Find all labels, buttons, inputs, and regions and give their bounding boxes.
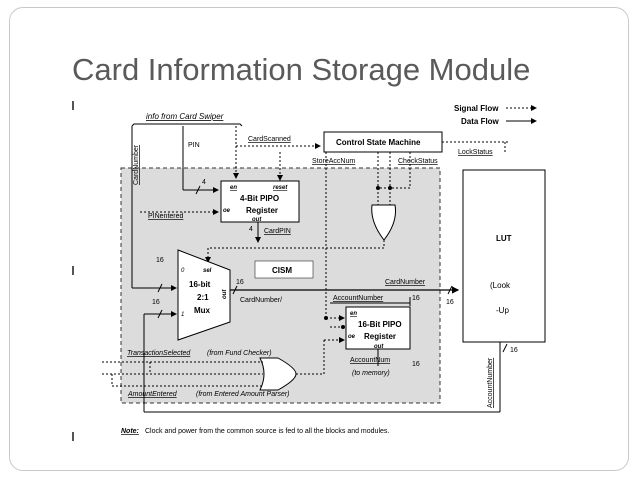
reg4-oe-label: oe xyxy=(223,208,231,214)
lut-label: LUT xyxy=(496,234,512,243)
control-state-machine-label: Control State Machine xyxy=(336,138,421,147)
junction-dot xyxy=(324,316,328,320)
bus16-g-label: 16 xyxy=(510,347,518,354)
info-bracket xyxy=(131,123,243,127)
from-fund-checker-label: (from Fund Checker) xyxy=(207,350,272,357)
bullet-marker xyxy=(72,432,74,441)
pin-label: PIN xyxy=(188,142,200,149)
mux-16bit xyxy=(177,249,231,341)
reg16-oe-label: oe xyxy=(348,334,356,340)
bus16-e-label: 16 xyxy=(412,295,420,302)
junction-dot xyxy=(376,186,380,190)
mux-name: Mux xyxy=(194,306,211,315)
reg4-subtitle: Register xyxy=(246,206,278,215)
bus16-f-label: 16 xyxy=(412,361,420,368)
lut-block xyxy=(462,169,546,343)
junction-dot xyxy=(388,186,392,190)
info-label: info from Card Swiper xyxy=(146,112,224,121)
card-number-vertical-label: CardNumber xyxy=(133,144,140,185)
reg4-out-label: out xyxy=(252,217,262,223)
or-gate-lower xyxy=(259,357,297,391)
lut-look-label: (Look xyxy=(490,281,511,290)
reg16-out-label: out xyxy=(374,344,384,350)
mux-ratio: 2:1 xyxy=(197,293,209,302)
reg16-title: 16-Bit PIPO xyxy=(358,320,402,329)
or-gate-upper xyxy=(371,204,396,241)
cism-label: CISM xyxy=(272,266,292,275)
mux-one-label: 1 xyxy=(181,312,184,318)
reg16-en-label: en xyxy=(350,311,357,317)
bus-slash xyxy=(232,285,238,295)
slide-title: Card Information Storage Module xyxy=(72,52,531,87)
bus-slash xyxy=(157,283,163,293)
account-num-label: AccountNum xyxy=(350,357,390,364)
lock-status-label: LockStatus xyxy=(458,149,493,156)
bus4-in-label: 4 xyxy=(202,179,206,186)
reg4-en-label: en xyxy=(230,185,237,191)
mux-out-label: out xyxy=(222,289,228,299)
bus16-c-label: 16 xyxy=(236,279,244,286)
card-scanned-label: CardScanned xyxy=(248,136,291,143)
legend-data-flow: Data Flow xyxy=(461,117,500,126)
mux-sel-label: sel xyxy=(203,268,212,274)
bus-slash xyxy=(157,309,163,319)
bus-slash xyxy=(195,185,201,195)
transaction-selected-label: TransactionSelected xyxy=(127,350,191,357)
account-number-vertical-label: AccountNumber xyxy=(487,357,494,408)
mux-zero-label: 0 xyxy=(181,268,185,274)
lut-up-label: -Up xyxy=(496,306,509,315)
bus16-a-label: 16 xyxy=(156,257,164,264)
from-amount-parser-label: (from Entered Amount Parser) xyxy=(196,391,290,398)
reg16-subtitle: Register xyxy=(364,332,396,341)
bus4-out-label: 4 xyxy=(249,226,253,233)
card-number-slash-label: CardNumber/ xyxy=(240,297,282,304)
bus16-b-label: 16 xyxy=(152,299,160,306)
bus16-d-label: 16 xyxy=(446,299,454,306)
bullet-marker xyxy=(72,101,74,110)
reg4-reset-label: reset xyxy=(273,185,288,191)
bus-slash xyxy=(502,343,508,353)
bus-slash xyxy=(447,285,453,295)
legend-signal-flow: Signal Flow xyxy=(454,104,499,113)
store-acc-num-label: StoreAccNum xyxy=(312,158,355,165)
check-status-label: CheckStatus xyxy=(398,158,438,165)
pin-entered-label: PINentered xyxy=(148,213,184,220)
cism-label-box xyxy=(254,260,314,279)
reg4-pipo xyxy=(220,180,300,223)
card-pin-label: CardPIN xyxy=(264,228,291,235)
bullet-marker xyxy=(72,266,74,275)
account-number-label: AccountNumber xyxy=(333,295,384,302)
amount-entered-label: AmountEntered xyxy=(127,391,178,398)
reg4-title: 4-Bit PIPO xyxy=(240,194,279,203)
to-memory-label: (to memory) xyxy=(352,370,390,377)
note-label: Note: xyxy=(121,428,139,435)
card-number-lut-label: CardNumber xyxy=(385,279,426,286)
mux-title: 16-bit xyxy=(189,280,211,289)
note-text: Clock and power from the common source i… xyxy=(145,428,389,435)
